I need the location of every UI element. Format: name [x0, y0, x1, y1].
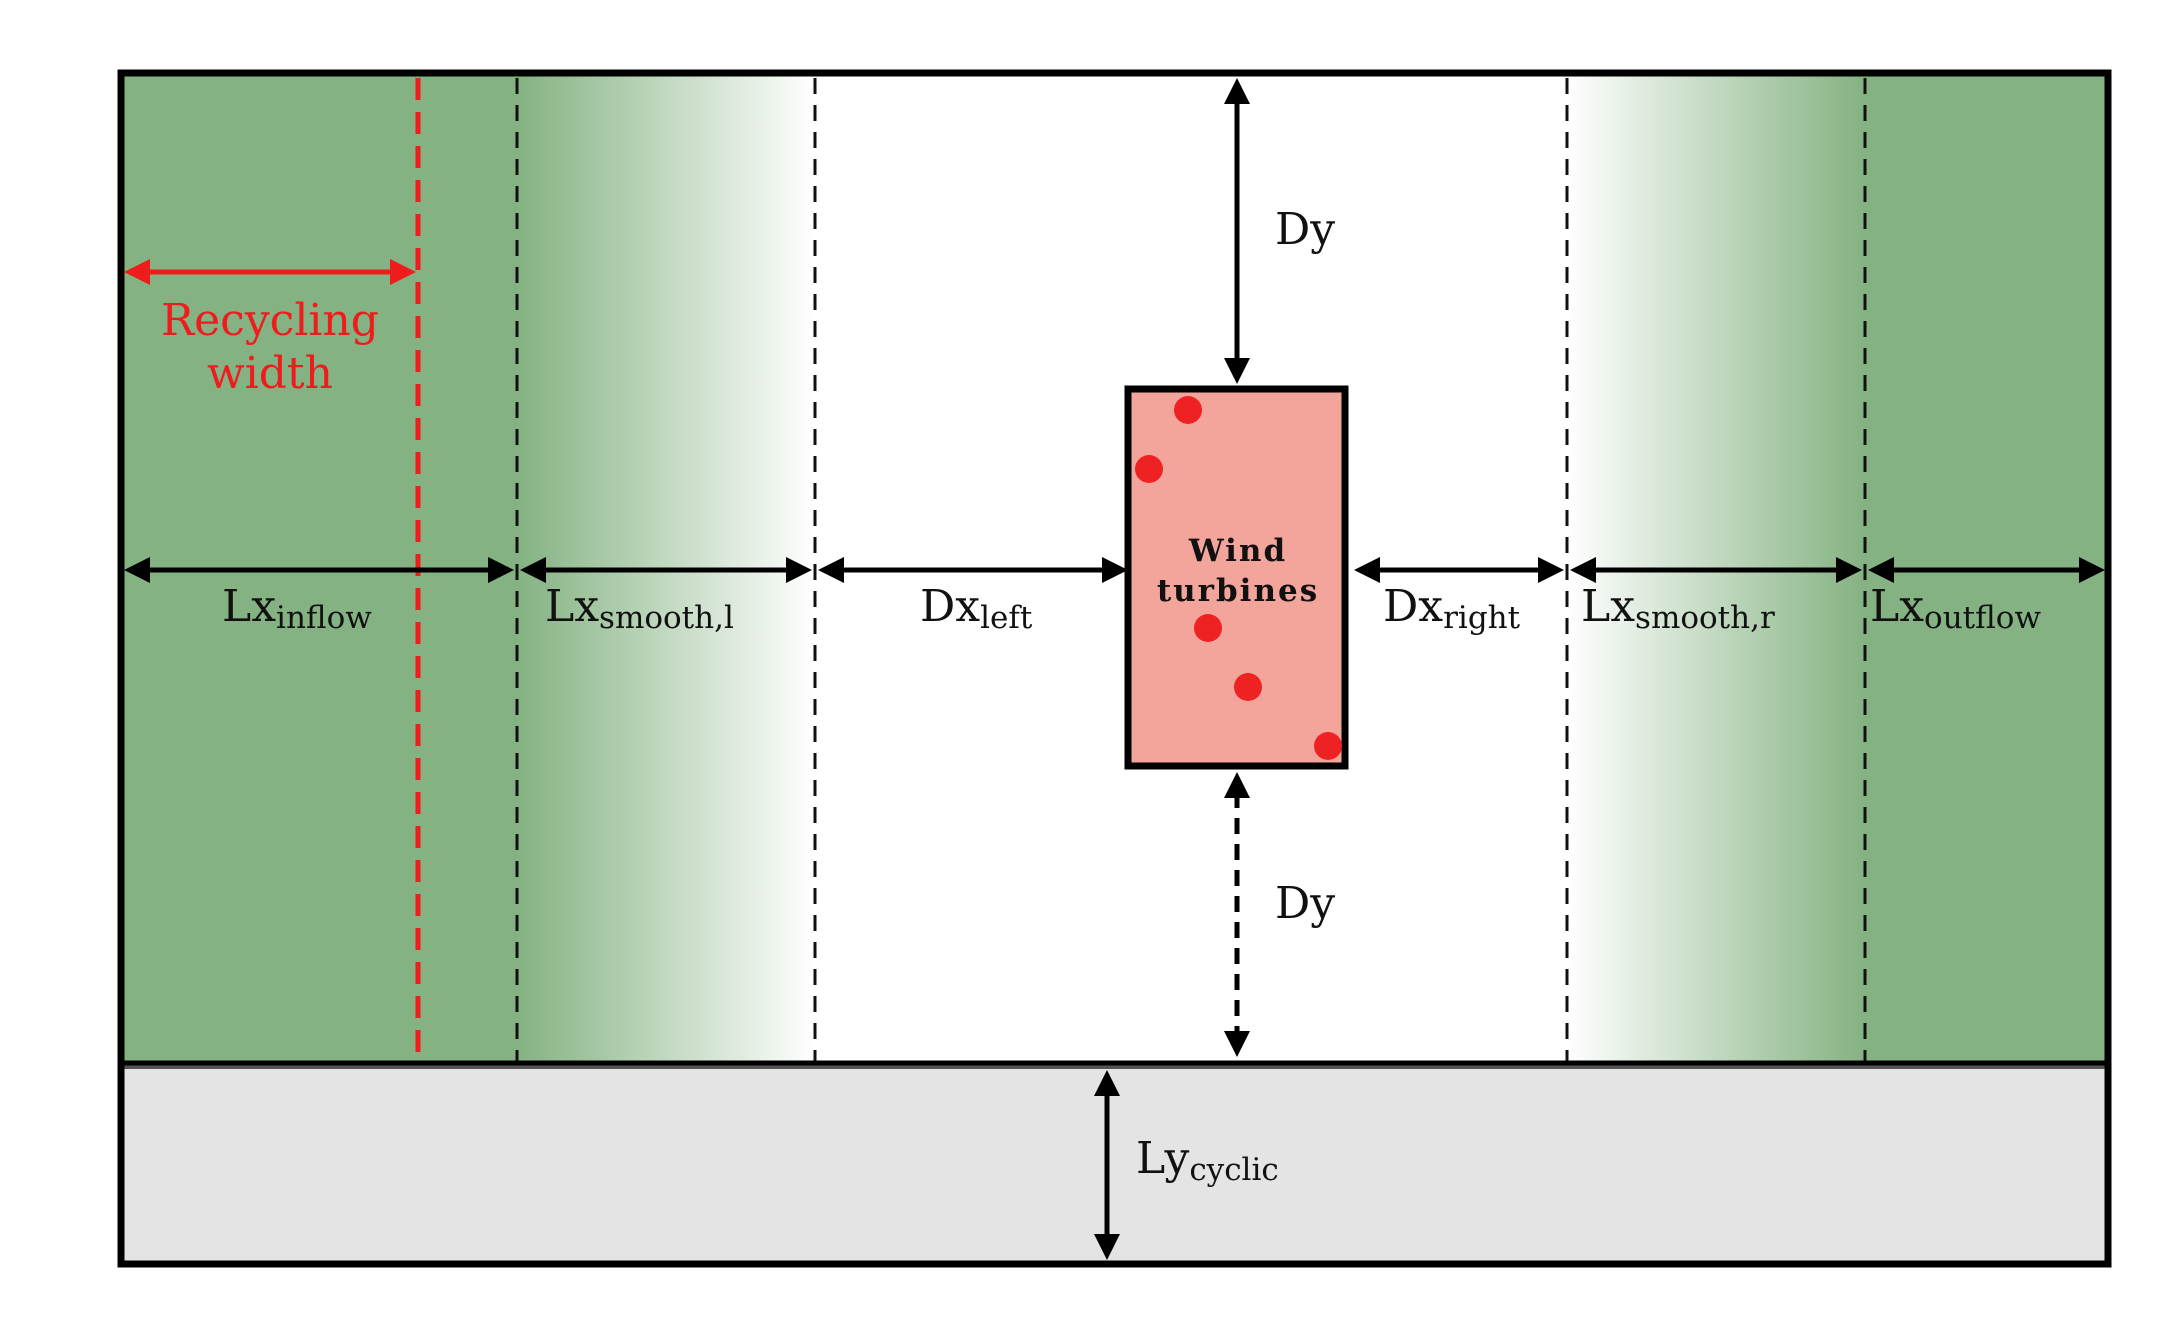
lx-inflow-label: Lxinflow — [222, 581, 372, 636]
turbine-dot — [1135, 455, 1163, 483]
lx-smooth-r-label: Lxsmooth,r — [1581, 581, 1775, 636]
recycling-label-line2: width — [207, 348, 333, 399]
horizontal-dimension-arrows — [124, 557, 2105, 583]
dy-top-arrow — [1224, 78, 1250, 384]
dx-left-label: Dxleft — [920, 581, 1033, 636]
ly-cyclic-arrow — [1094, 1070, 1120, 1260]
dy-top-label: Dy — [1275, 204, 1335, 255]
turbine-dot — [1314, 732, 1342, 760]
turbines-label-line2: turbines — [1157, 573, 1319, 609]
dy-bottom-arrow — [1224, 772, 1250, 1057]
turbine-dot — [1234, 673, 1262, 701]
ly-cyclic-label: Lycyclic — [1136, 1133, 1279, 1188]
recycling-label-line1: Recycling — [161, 295, 379, 346]
recycling-width-arrow — [124, 259, 416, 285]
lx-outflow-label: Lxoutflow — [1870, 581, 2041, 636]
domain-border — [117, 69, 2112, 1268]
region-boundaries — [515, 78, 1867, 1064]
lx-smooth-l-label: Lxsmooth,l — [545, 581, 734, 636]
dy-bottom-label: Dy — [1275, 878, 1335, 929]
turbine-dot — [1194, 614, 1222, 642]
turbines-label-line1: Wind — [1188, 533, 1287, 569]
turbine-dots — [1135, 396, 1342, 760]
dx-right-label: Dxright — [1383, 581, 1521, 636]
turbine-region — [1124, 385, 1349, 770]
turbine-dot — [1174, 396, 1202, 424]
